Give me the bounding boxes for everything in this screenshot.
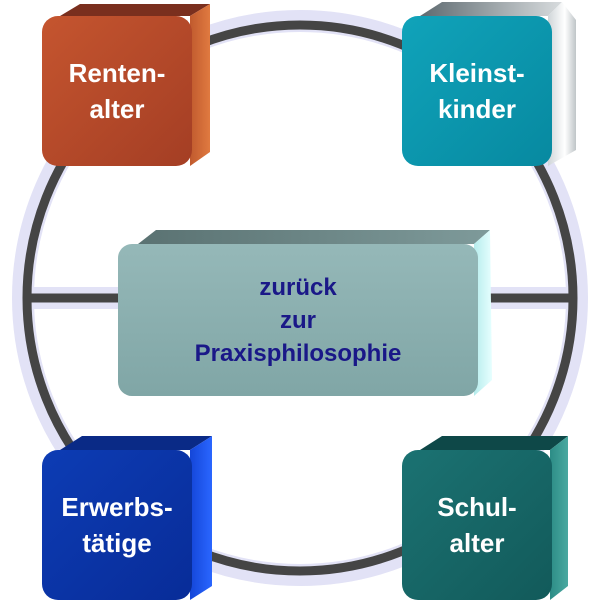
label-erwerbstaetige-line2: tätige xyxy=(82,528,152,558)
label-rentenalter-line2: alter xyxy=(89,94,145,124)
label-kleinstkinder[interactable]: Kleinst- kinder xyxy=(402,16,552,166)
label-schulalter[interactable]: Schul- alter xyxy=(402,450,552,600)
label-erwerbstaetige[interactable]: Erwerbs- tätige xyxy=(42,450,192,600)
label-kleinstkinder-line1: Kleinst- xyxy=(429,58,525,88)
cube-kleinstkinder[interactable] xyxy=(402,2,576,166)
center-label-line2: zur xyxy=(280,306,316,334)
cube-schulalter[interactable] xyxy=(402,436,568,600)
center-box[interactable] xyxy=(118,230,492,396)
cube-rentenalter[interactable] xyxy=(42,4,210,166)
label-rentenalter-line1: Renten- xyxy=(68,58,166,88)
center-label-line1: zurück xyxy=(259,273,337,301)
label-rentenalter[interactable]: Renten- alter xyxy=(42,16,192,166)
label-kleinstkinder-line2: kinder xyxy=(437,94,517,124)
cube-erwerbstaetige[interactable] xyxy=(42,436,212,600)
center-label-line3: Praxisphilosophie xyxy=(194,339,402,367)
label-erwerbstaetige-line1: Erwerbs- xyxy=(61,492,173,522)
center-link-label[interactable]: zurück zur Praxisphilosophie xyxy=(118,244,478,396)
label-schulalter-line1: Schul- xyxy=(437,492,517,522)
label-schulalter-line2: alter xyxy=(449,528,505,558)
